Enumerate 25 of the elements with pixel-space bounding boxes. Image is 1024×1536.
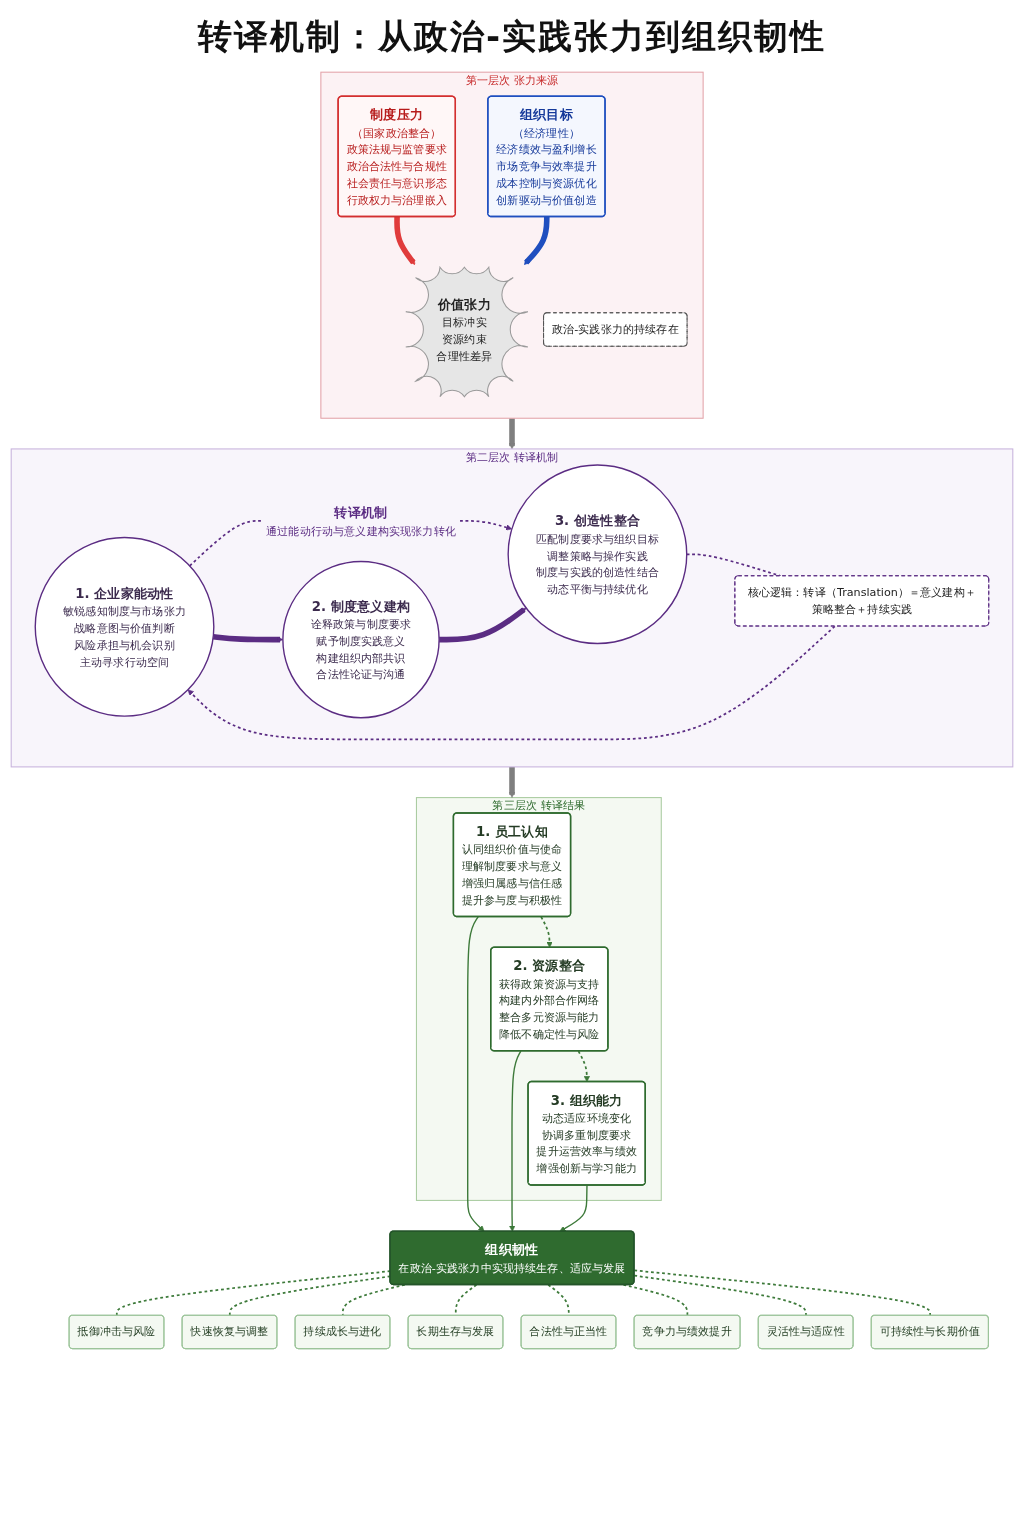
arrow (508, 418, 516, 450)
node-circle (507, 464, 688, 645)
connector (633, 1274, 807, 1317)
arrow (394, 216, 416, 265)
arrow (459, 520, 513, 531)
cluster (415, 797, 662, 1201)
cluster (10, 448, 1014, 768)
arrow (467, 916, 485, 1232)
arrow (559, 1184, 588, 1232)
arrow (577, 1050, 590, 1083)
node-circle (282, 560, 440, 719)
connector (341, 1283, 406, 1317)
node-text: 转译机制 通过能动行动与意义建构实现张力转化 (266, 504, 456, 538)
arrow (439, 607, 527, 643)
diagram-title: 转译机制：从政治-实践张力到组织韧性 (196, 15, 828, 58)
arrow (187, 625, 836, 741)
cluster (320, 71, 704, 419)
arrow (509, 1050, 522, 1232)
connector (188, 520, 263, 567)
arrow (508, 766, 516, 798)
connector (633, 1269, 932, 1317)
arrow (540, 916, 553, 948)
connector (622, 1283, 689, 1317)
node-circle (34, 536, 215, 717)
arrow (523, 216, 550, 265)
